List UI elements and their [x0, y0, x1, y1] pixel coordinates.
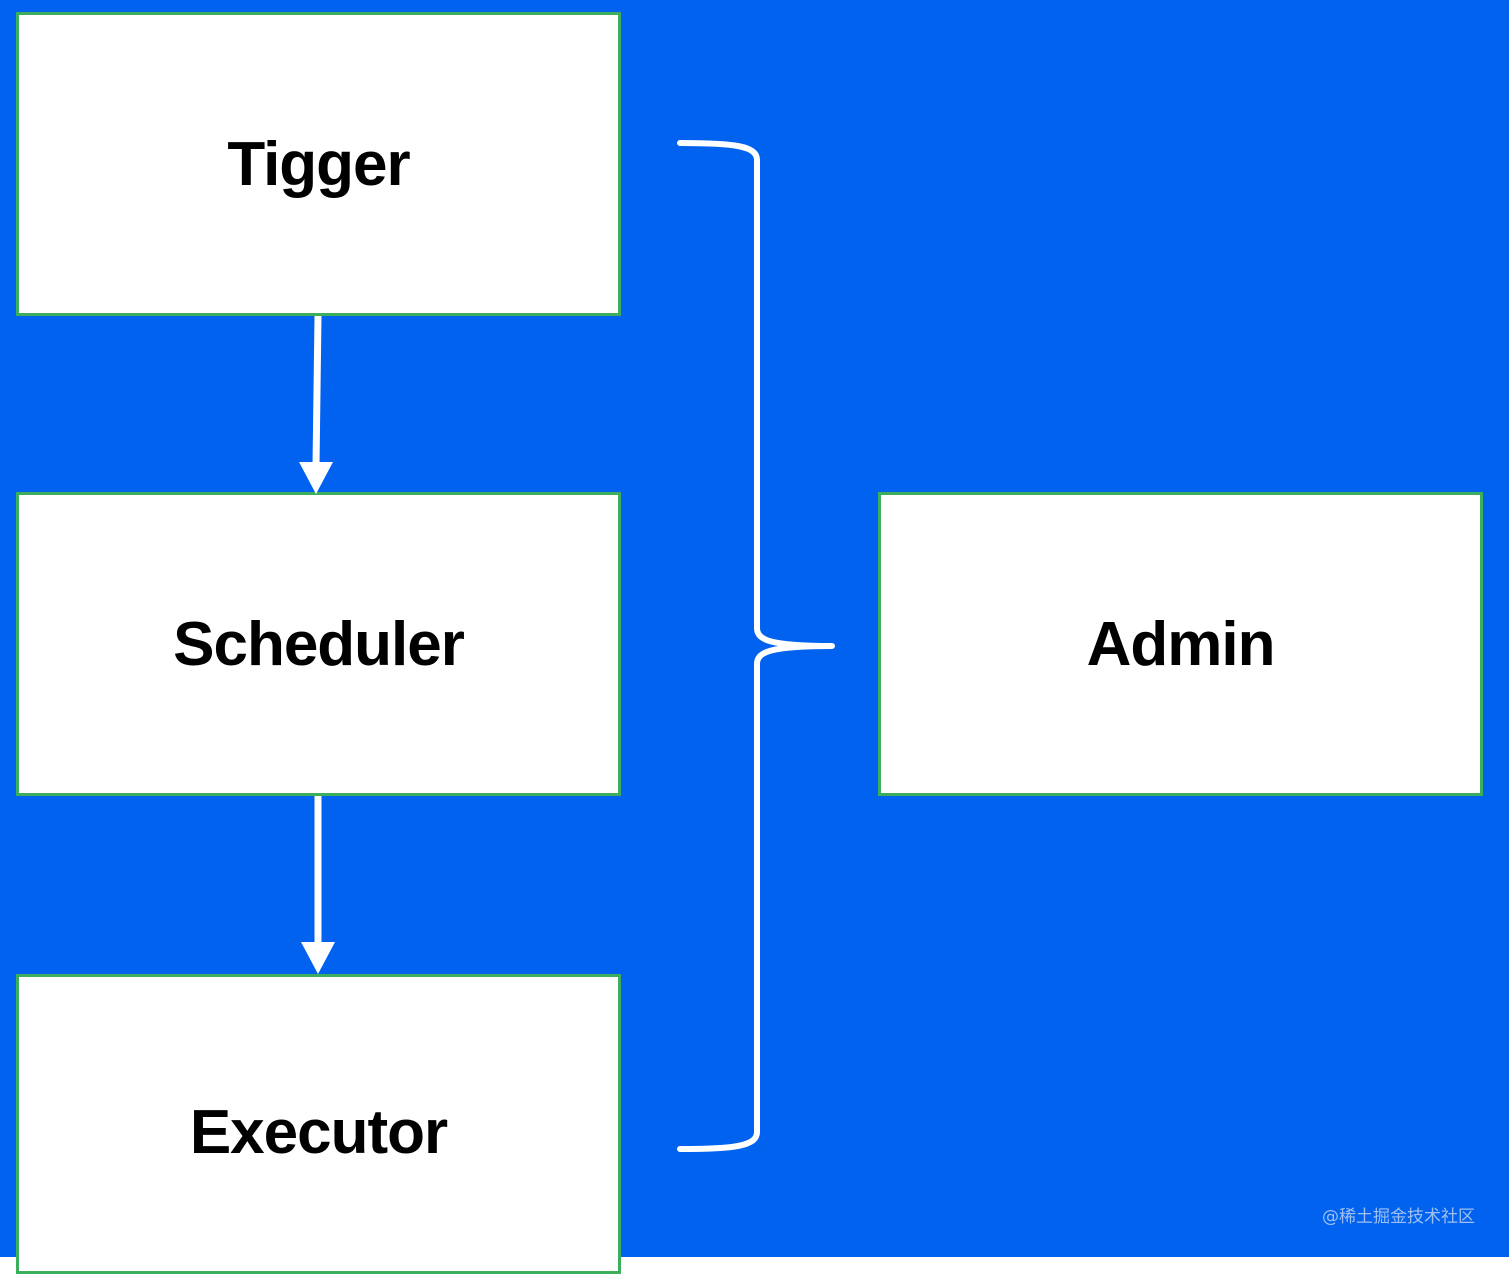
admin-label: Admin	[1086, 609, 1276, 679]
scheduler-node: Scheduler	[16, 492, 621, 796]
tigger-node: Tigger	[16, 12, 621, 316]
admin-node: Admin	[878, 492, 1483, 796]
executor-node: Executor	[16, 974, 621, 1274]
tigger-label: Tigger	[227, 129, 410, 199]
watermark-text: @稀土掘金技术社区	[1322, 1207, 1475, 1227]
scheduler-label: Scheduler	[173, 609, 465, 679]
executor-label: Executor	[189, 1098, 448, 1167]
